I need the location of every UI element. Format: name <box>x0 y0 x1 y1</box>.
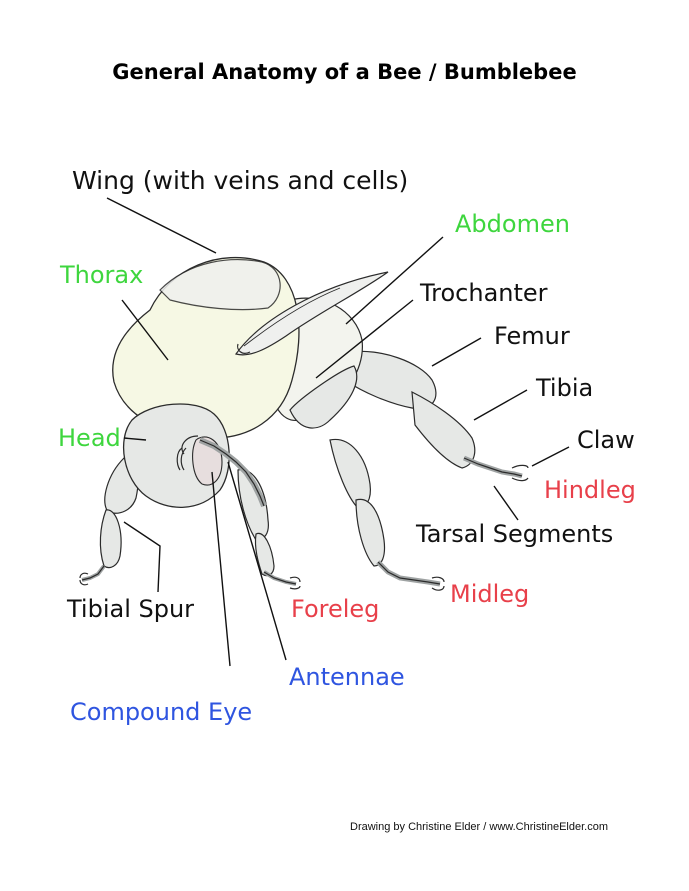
label-tibia: Tibia <box>536 374 594 402</box>
foreleg-right-drawing <box>237 468 301 590</box>
leader-tibial-spur <box>123 521 161 593</box>
hindleg-tibia <box>411 390 476 469</box>
label-tibial-spur: Tibial Spur <box>67 595 195 623</box>
label-wing: Wing (with veins and cells) <box>72 166 409 195</box>
wing-drawing <box>159 259 389 356</box>
label-tarsal-segments: Tarsal Segments <box>416 520 614 548</box>
label-femur: Femur <box>494 322 570 350</box>
label-abdomen: Abdomen <box>455 210 570 238</box>
hindleg-claw <box>511 464 529 482</box>
front-wing <box>235 271 389 356</box>
midleg-drawing <box>289 365 445 591</box>
antennae-drawing <box>176 435 267 508</box>
hindleg-drawing <box>344 350 529 482</box>
midleg-coxa <box>289 365 358 429</box>
leader-head <box>123 437 147 441</box>
leader-tarsal-segments <box>493 485 519 521</box>
diagram-title: General Anatomy of a Bee / Bumblebee <box>112 60 577 84</box>
leader-wing <box>106 197 217 254</box>
leader-femur <box>431 337 482 367</box>
label-claw: Claw <box>577 426 635 454</box>
label-foreleg: Foreleg <box>291 595 380 623</box>
leader-abdomen <box>345 236 444 325</box>
midleg-femur <box>329 438 371 509</box>
rear-wing <box>159 259 281 311</box>
foreleg-left-drawing <box>79 456 139 586</box>
label-antennae: Antennae <box>289 663 405 691</box>
leader-thorax <box>121 299 169 361</box>
leader-tibia <box>473 389 528 421</box>
drawing-credit: Drawing by Christine Elder / www.Christi… <box>350 821 608 833</box>
leader-compound-eye <box>211 471 231 667</box>
label-trochanter: Trochanter <box>420 279 548 307</box>
label-hindleg: Hindleg <box>544 476 636 504</box>
leader-claw <box>531 446 570 467</box>
label-midleg: Midleg <box>450 580 530 608</box>
leader-trochanter <box>315 299 414 379</box>
leader-antennae <box>227 461 287 661</box>
label-thorax: Thorax <box>60 261 144 289</box>
midleg-tibia <box>355 498 386 567</box>
label-compound-eye: Compound Eye <box>70 698 253 726</box>
leader-lines <box>106 197 570 667</box>
label-head: Head <box>58 424 121 452</box>
